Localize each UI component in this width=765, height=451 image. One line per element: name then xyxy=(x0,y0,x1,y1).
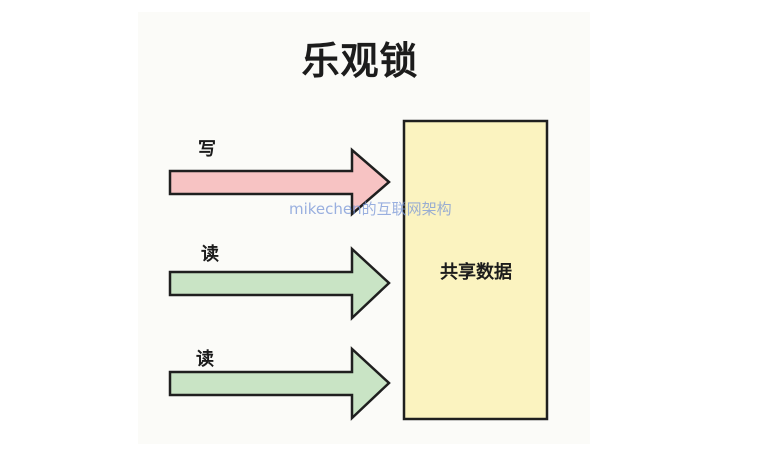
diagram-title: 乐观锁 xyxy=(301,39,419,83)
watermark-text: mikechen的互联网架构 xyxy=(289,200,452,218)
write-arrow xyxy=(168,147,391,217)
shared-data-box xyxy=(402,119,549,421)
read-label-2: 读 xyxy=(196,349,214,370)
shared-data-label: 共享数据 xyxy=(440,262,512,283)
write-label: 写 xyxy=(198,139,216,160)
read-arrow-1 xyxy=(168,246,391,321)
read-label-1: 读 xyxy=(201,244,219,265)
read-arrow-2 xyxy=(168,346,391,421)
